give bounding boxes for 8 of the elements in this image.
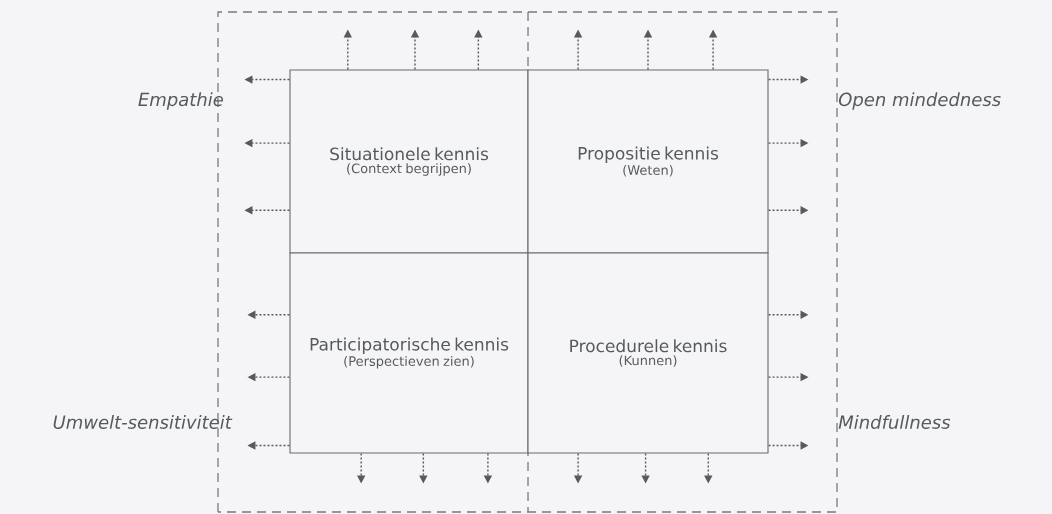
quadrant-box: Participatorische kennis (Perspectieven zien) xyxy=(289,252,529,454)
quadrant-box: Propositie kennis (Weten) xyxy=(527,69,769,254)
quadrant-box: Procedurele kennis (Kunnen) xyxy=(527,252,769,454)
corner-label: Mindfullness xyxy=(838,415,951,429)
corner-label: Empathie xyxy=(138,92,223,110)
corner-label: Open mindedness xyxy=(838,92,1001,110)
corner-label: Umwelt-sensitiviteit xyxy=(53,415,233,429)
quadrant-box: Situationele kennis (Context begrijpen) xyxy=(289,69,529,254)
